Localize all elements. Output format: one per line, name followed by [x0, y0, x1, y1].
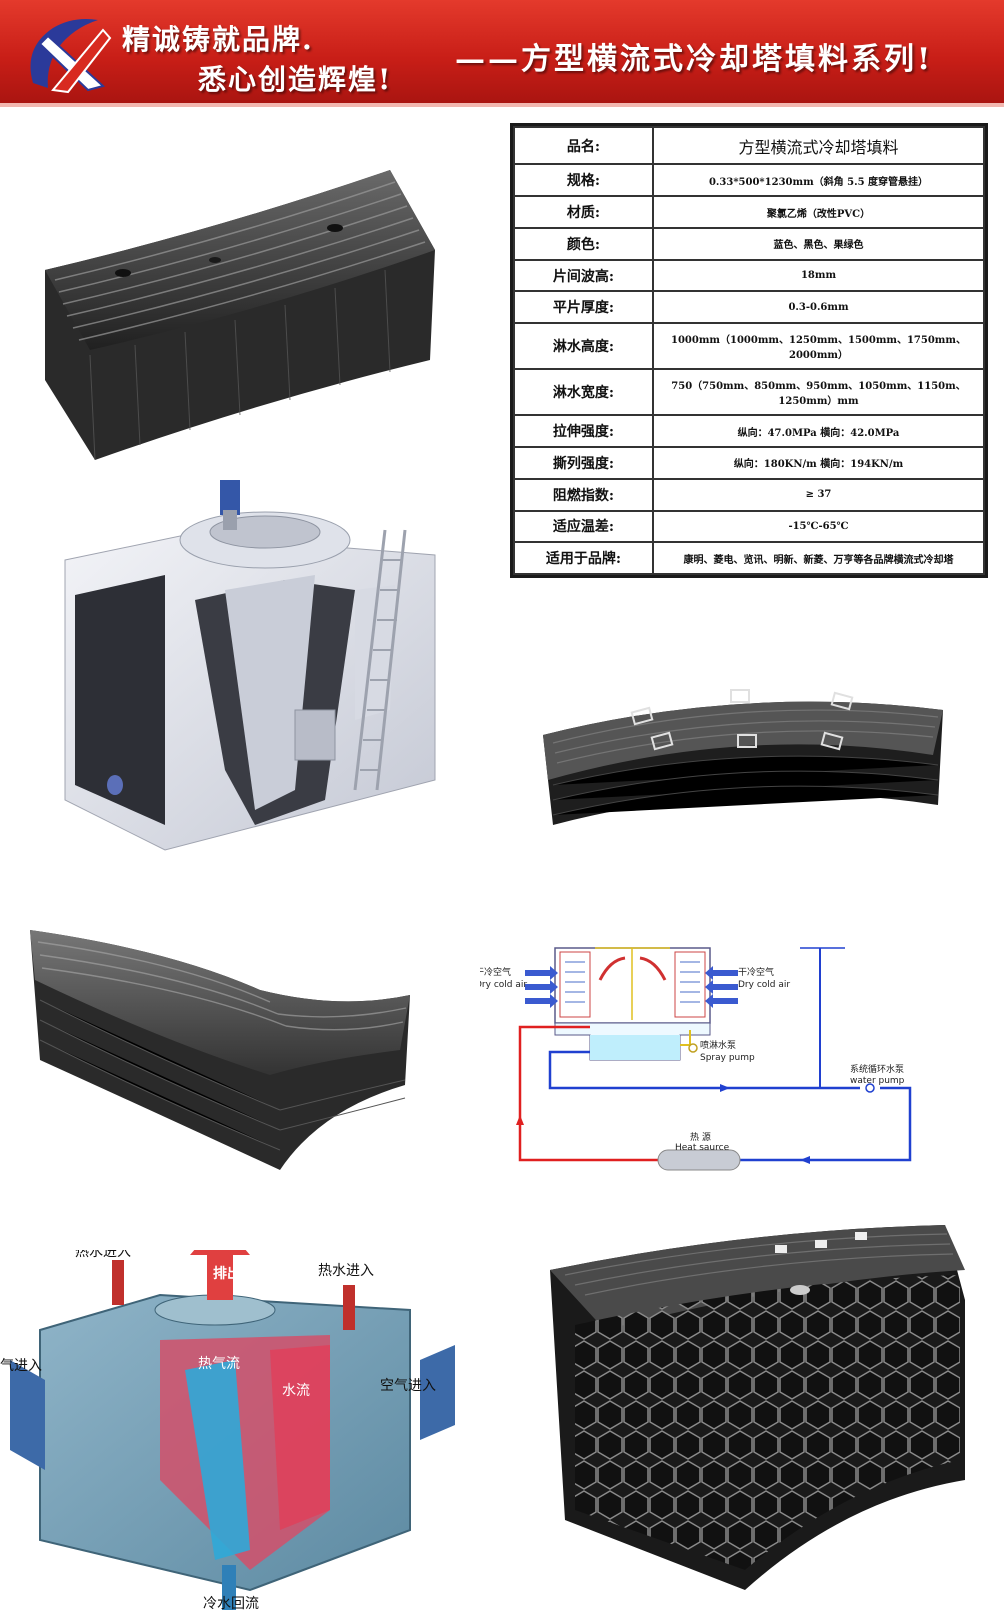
spec-row: 适用于品牌:康明、菱电、览讯、明新、新菱、万亨等各品牌横流式冷却塔 [513, 541, 985, 575]
spec-row: 淋水高度:1000mm（1000mm、1250mm、1500mm、1750mm、… [513, 322, 985, 371]
spec-row: 撕列强度:纵向：180KN/m 横向：194KN/m [513, 446, 985, 480]
left-air-cn: 干冷空气 [480, 966, 511, 978]
right-air-en: Dry cold air [738, 980, 790, 990]
spec-label: 撕列强度: [513, 446, 654, 480]
spec-value: 蓝色、黑色、果绿色 [652, 226, 985, 261]
header-banner: 精诚铸就品牌. 悉心创造辉煌! ——方型横流式冷却塔填料系列! [0, 0, 1004, 107]
spec-label: 拉伸强度: [513, 414, 654, 449]
spec-value: 纵向：180KN/m 横向：194KN/m [652, 446, 985, 480]
spec-row: 平片厚度:0.3-0.6mm [513, 290, 985, 325]
spec-table: 品名:方型横流式冷却塔填料规格:0.33*500*1230mm（斜角 5.5 度… [510, 123, 988, 578]
spec-label: 材质: [513, 195, 654, 229]
label-air-in-left: 气进入 [0, 1358, 42, 1374]
cooling-tower-cutaway: 热水进入 排出 热水进入 气进入 热气流 水流 空气进入 冷水回流 [0, 1250, 455, 1612]
fill-block-image-2 [543, 689, 943, 825]
spec-label: 淋水宽度: [513, 368, 654, 417]
spec-value: 18mm [652, 258, 985, 293]
company-logo-icon [30, 19, 112, 94]
label-hot-water-in-right: 热水进入 [318, 1263, 374, 1279]
heat-source-en: Heat saurce [675, 1143, 730, 1153]
series-title: ——方型横流式冷却塔填料系列! [455, 42, 934, 77]
spec-value: 聚氯乙烯（改性PVC） [652, 195, 985, 229]
label-hot-water-in-left: 热水进入 [75, 1250, 131, 1260]
spec-label: 片间波高: [513, 258, 654, 293]
right-air-cn: 干冷空气 [738, 966, 774, 978]
water-pump-cn: 系统循环水泵 [850, 1063, 904, 1075]
spec-label: 颜色: [513, 226, 654, 261]
label-hot-airflow: 热气流 [198, 1356, 240, 1372]
spec-value: 康明、菱电、览讯、明新、新菱、万亨等各品牌横流式冷却塔 [652, 541, 985, 575]
spec-label: 平片厚度: [513, 290, 654, 325]
spec-value: 0.3-0.6mm [652, 290, 985, 325]
spec-row: 拉伸强度:纵向：47.0MPa 横向：42.0MPa [513, 414, 985, 449]
spray-pump-en: Spray pump [700, 1053, 755, 1063]
heat-source-cn: 热 源 [690, 1131, 711, 1143]
spec-value: 750（750mm、850mm、950mm、1050mm、1150m、1250m… [652, 368, 985, 417]
cooling-tower-image [64, 480, 436, 851]
spec-value: ≥ 37 [652, 477, 985, 512]
spec-value: -15℃-65℃ [652, 509, 985, 544]
spec-row: 材质:聚氯乙烯（改性PVC） [513, 195, 985, 229]
spec-row: 规格:0.33*500*1230mm（斜角 5.5 度穿管悬挂） [513, 163, 985, 198]
spec-label: 规格: [513, 163, 654, 198]
spec-label: 适用于品牌: [513, 541, 654, 575]
spec-row: 片间波高:18mm [513, 258, 985, 293]
spec-label: 适应温差: [513, 509, 654, 544]
spec-value: 纵向：47.0MPa 横向：42.0MPa [652, 414, 985, 449]
fill-block-image-3 [30, 930, 410, 1170]
left-air-en: Dry cold air [480, 980, 527, 990]
label-water-flow: 水流 [282, 1383, 310, 1399]
spec-value: 1000mm（1000mm、1250mm、1500mm、1750mm、2000m… [652, 322, 985, 371]
spec-row: 颜色:蓝色、黑色、果绿色 [513, 226, 985, 261]
slogan-line-1: 精诚铸就品牌. [122, 23, 314, 56]
spray-pump-cn: 喷淋水泵 [700, 1039, 736, 1051]
spec-table-grid: 品名:方型横流式冷却塔填料规格:0.33*500*1230mm（斜角 5.5 度… [513, 125, 985, 575]
fill-block-image-hex [550, 1225, 965, 1590]
label-air-in-right: 空气进入 [380, 1378, 436, 1394]
spec-label: 淋水高度: [513, 322, 654, 371]
spec-value: 方型横流式冷却塔填料 [652, 125, 985, 166]
fill-block-image-1 [45, 170, 435, 461]
spec-label: 品名: [513, 125, 654, 166]
label-cold-water-return: 冷水回流 [203, 1596, 259, 1612]
slogan-line-2: 悉心创造辉煌! [198, 63, 393, 96]
water-pump-en: water pump [850, 1076, 905, 1086]
banner-divider [0, 103, 1004, 107]
spec-label: 阻燃指数: [513, 477, 654, 512]
spec-row: 适应温差:-15℃-65℃ [513, 509, 985, 544]
spec-row: 阻燃指数:≥ 37 [513, 477, 985, 512]
label-exhaust: 排出 [213, 1265, 241, 1282]
cooling-flow-diagram: 干冷空气 Dry cold air 干冷空气 Dry cold air 喷淋水泵… [480, 947, 912, 1171]
spec-row: 淋水宽度:750（750mm、850mm、950mm、1050mm、1150m、… [513, 368, 985, 417]
spec-value: 0.33*500*1230mm（斜角 5.5 度穿管悬挂） [652, 163, 985, 198]
spec-row: 品名:方型横流式冷却塔填料 [513, 125, 985, 166]
